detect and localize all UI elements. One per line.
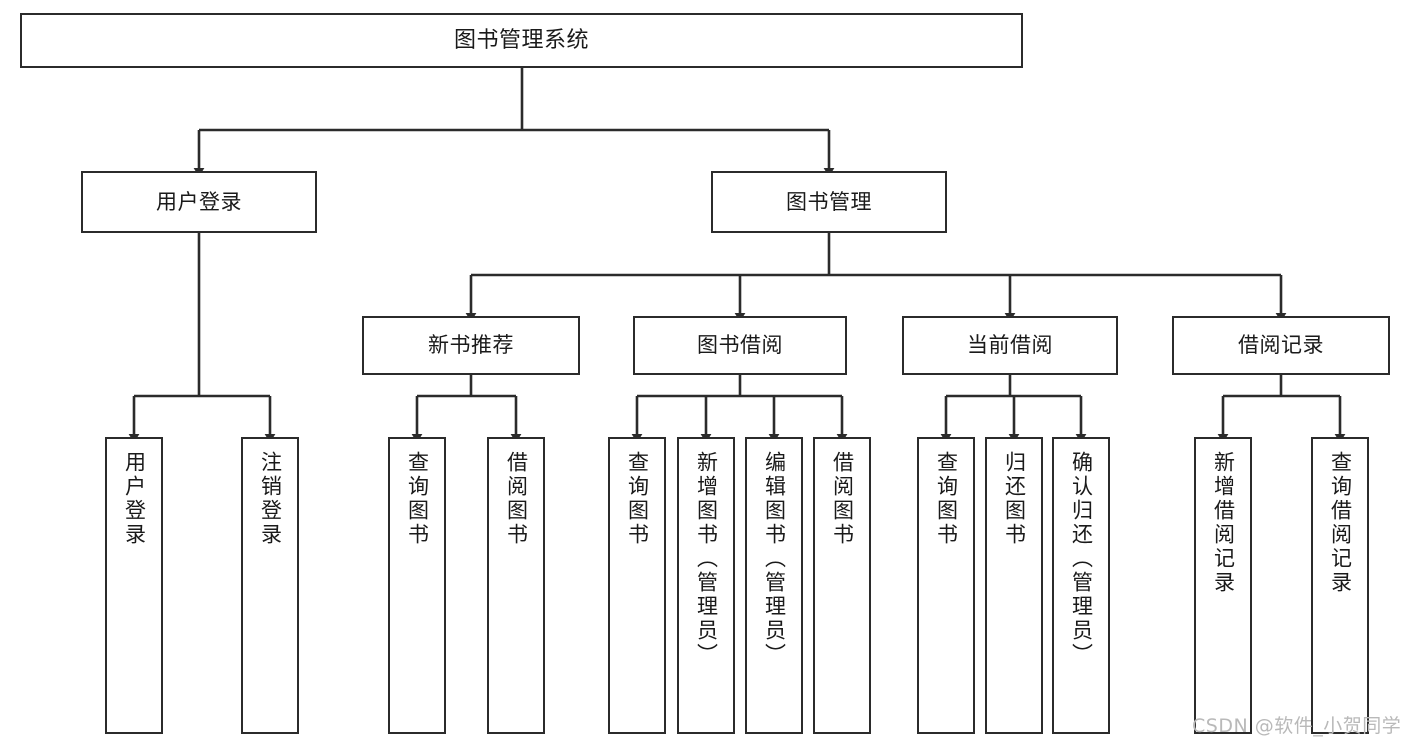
node-label-user-login: 用户登录 (156, 189, 242, 214)
node-label-leaf-query-book-3: 查询图书 (934, 451, 959, 547)
node-leaf-query-record[interactable]: 查询借阅记录 (1311, 437, 1369, 734)
node-leaf-confirm-return[interactable]: 确认归还（管理员） (1052, 437, 1110, 734)
node-label-leaf-add-book: 新增图书（管理员） (694, 451, 719, 667)
node-current-borrow[interactable]: 当前借阅 (902, 316, 1118, 375)
node-borrow-record[interactable]: 借阅记录 (1172, 316, 1390, 375)
node-label-new-book-rec: 新书推荐 (428, 333, 514, 358)
node-label-root: 图书管理系统 (453, 27, 589, 53)
node-leaf-return-book[interactable]: 归还图书 (985, 437, 1043, 734)
node-book-manage[interactable]: 图书管理 (711, 171, 947, 233)
node-book-borrow[interactable]: 图书借阅 (633, 316, 847, 375)
node-label-leaf-user-login: 用户登录 (122, 451, 147, 547)
node-leaf-query-book-3[interactable]: 查询图书 (917, 437, 975, 734)
node-label-book-manage: 图书管理 (786, 189, 872, 214)
node-label-leaf-query-book-1: 查询图书 (405, 451, 430, 547)
node-label-leaf-edit-book: 编辑图书（管理员） (762, 451, 787, 667)
node-label-leaf-borrow-book-2: 借阅图书 (830, 451, 855, 547)
node-leaf-add-record[interactable]: 新增借阅记录 (1194, 437, 1252, 734)
node-label-borrow-record: 借阅记录 (1238, 333, 1324, 358)
node-new-book-rec[interactable]: 新书推荐 (362, 316, 580, 375)
node-leaf-add-book[interactable]: 新增图书（管理员） (677, 437, 735, 734)
node-leaf-query-book-2[interactable]: 查询图书 (608, 437, 666, 734)
node-leaf-query-book-1[interactable]: 查询图书 (388, 437, 446, 734)
node-leaf-user-login[interactable]: 用户登录 (105, 437, 163, 734)
node-label-leaf-logout: 注销登录 (258, 451, 283, 547)
node-label-leaf-borrow-book-1: 借阅图书 (504, 451, 529, 547)
node-label-leaf-query-record: 查询借阅记录 (1328, 451, 1353, 595)
edge-paths (128, 68, 1346, 443)
node-leaf-borrow-book-2[interactable]: 借阅图书 (813, 437, 871, 734)
node-label-current-borrow: 当前借阅 (967, 333, 1053, 358)
node-user-login[interactable]: 用户登录 (81, 171, 317, 233)
node-label-leaf-confirm-return: 确认归还（管理员） (1069, 451, 1094, 667)
node-label-leaf-return-book: 归还图书 (1002, 451, 1027, 547)
node-leaf-edit-book[interactable]: 编辑图书（管理员） (745, 437, 803, 734)
node-label-leaf-query-book-2: 查询图书 (625, 451, 650, 547)
node-root[interactable]: 图书管理系统 (20, 13, 1023, 68)
node-label-book-borrow: 图书借阅 (697, 333, 783, 358)
node-label-leaf-add-record: 新增借阅记录 (1211, 451, 1236, 595)
node-leaf-logout[interactable]: 注销登录 (241, 437, 299, 734)
node-leaf-borrow-book-1[interactable]: 借阅图书 (487, 437, 545, 734)
